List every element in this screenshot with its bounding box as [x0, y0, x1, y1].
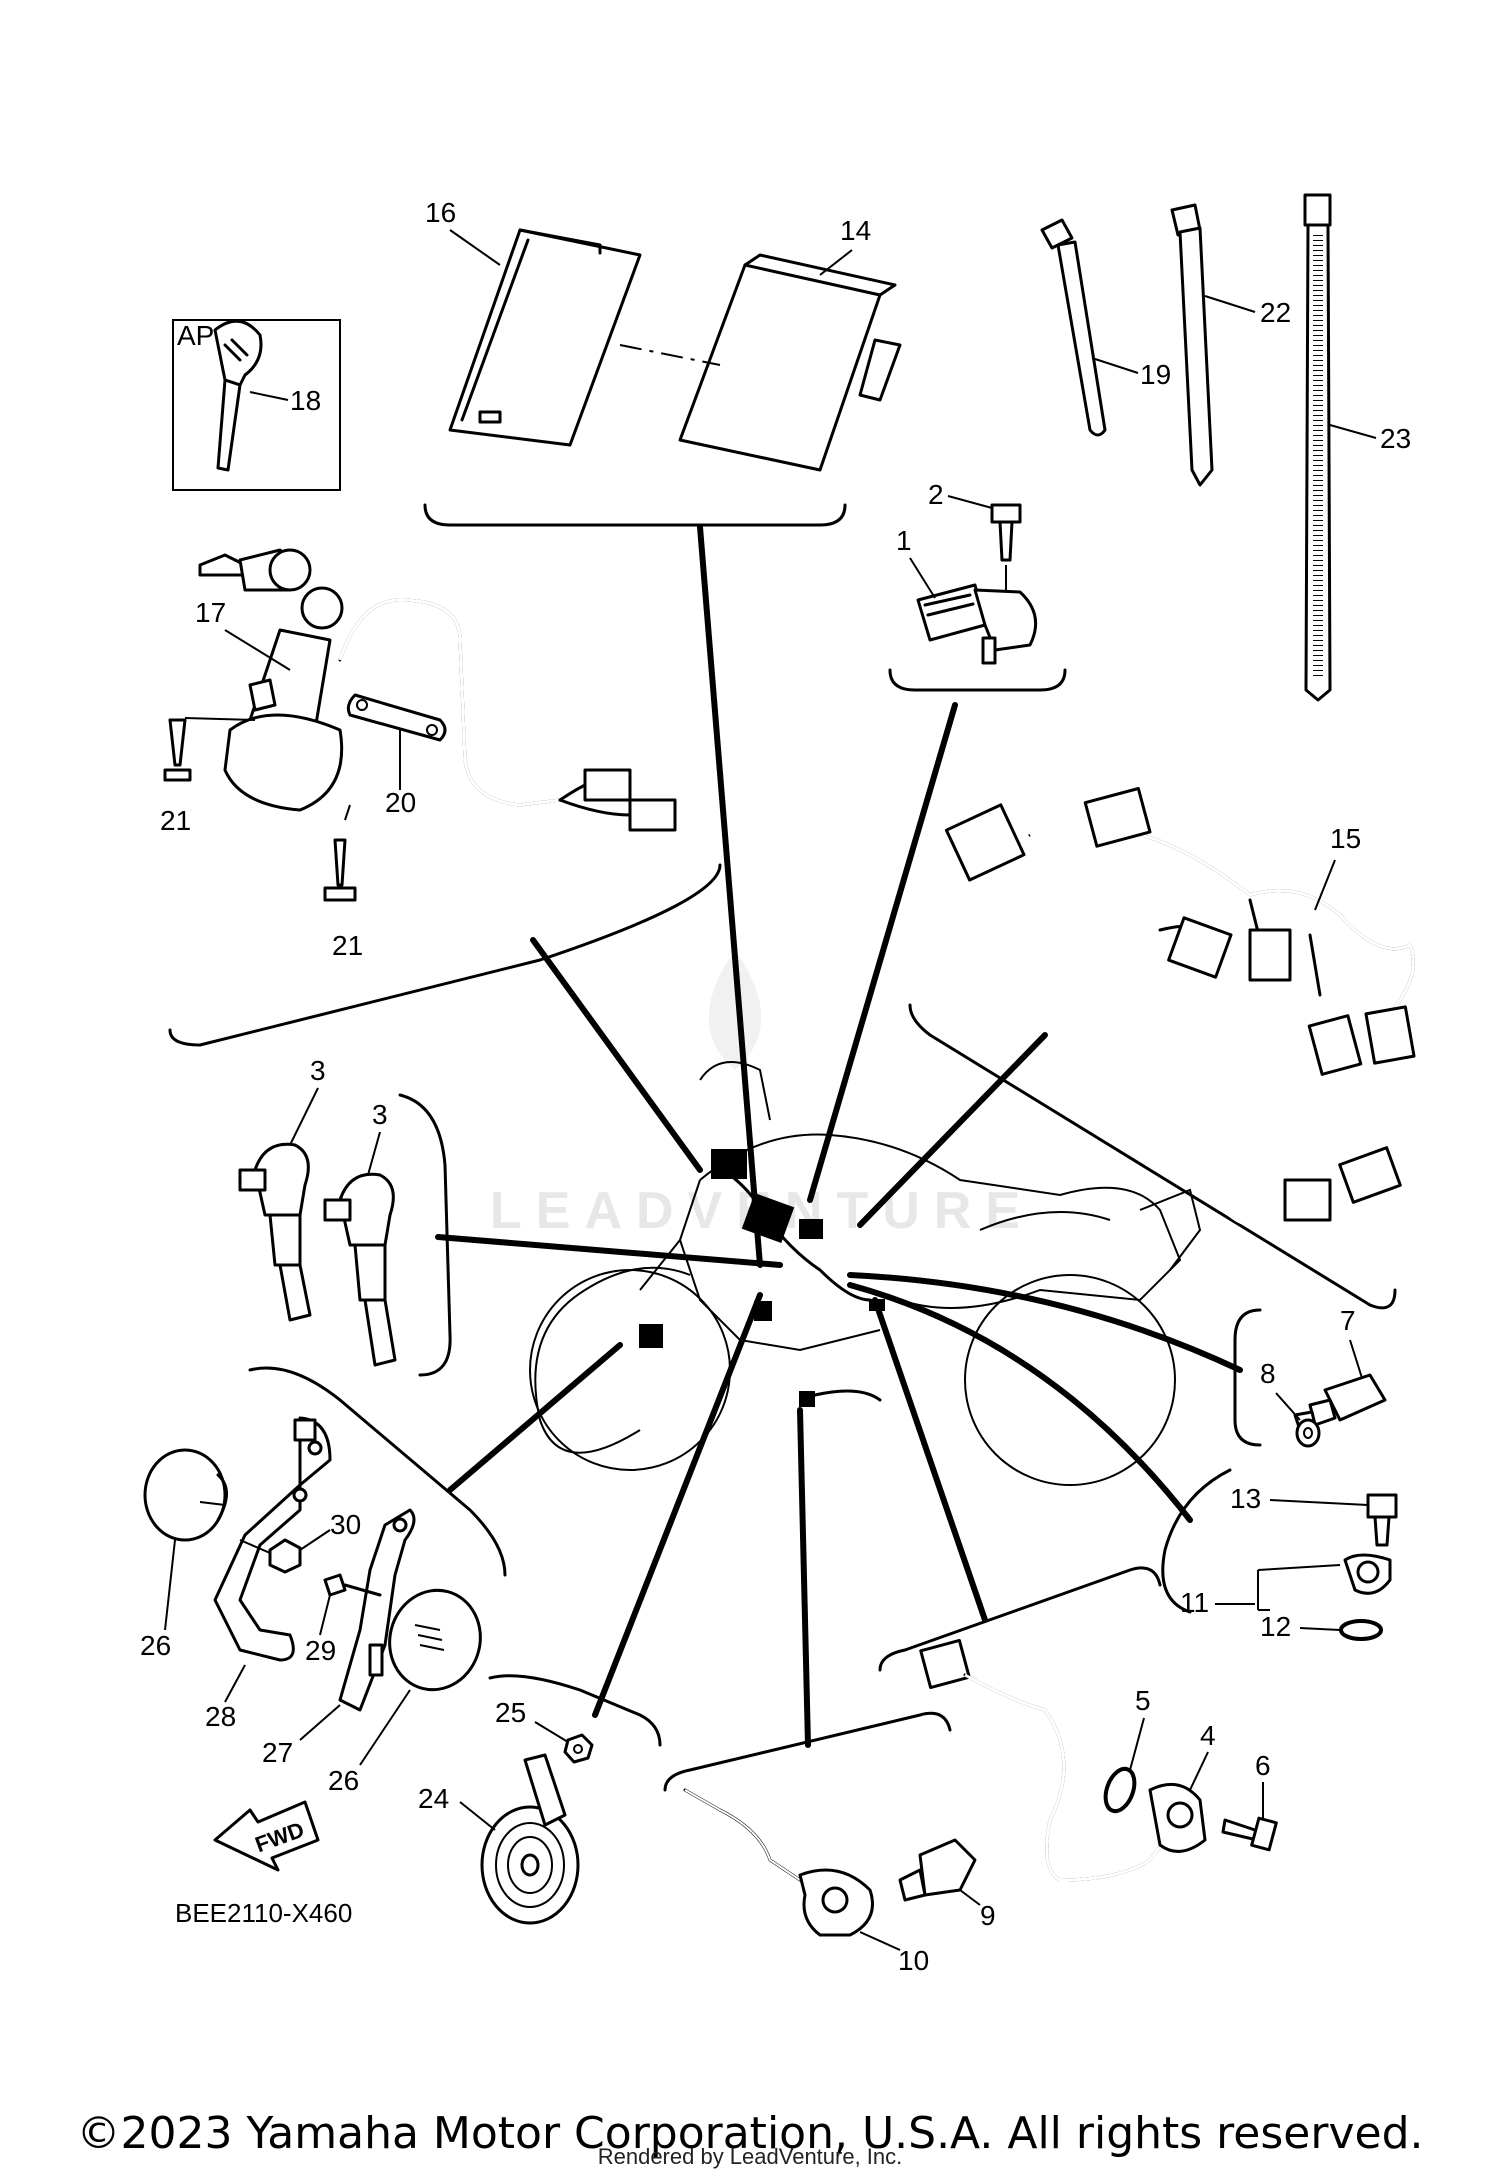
group-bracket-coils [398, 1093, 452, 1377]
bracket-part-28 [213, 1416, 332, 1662]
ecu-assembly-line [619, 344, 721, 366]
group-bracket-ecu [423, 503, 847, 527]
callout-23: 23 [1380, 423, 1411, 454]
group-bracket-sensor-11 [1161, 1468, 1232, 1614]
rendered-by-credit: Rendered by LeadVenture, Inc. [597, 2144, 903, 2169]
cable-tie-part-22 [1170, 203, 1214, 487]
callout-8: 8 [1260, 1358, 1276, 1389]
nut-part-25 [563, 1733, 594, 1764]
crank-sensor-part-4 [919, 1638, 1207, 1882]
washer-part-8 [1295, 1418, 1321, 1448]
callouts: 16 14 18 19 22 23 2 1 17 20 21 21 15 3 3… [140, 197, 1411, 1976]
bolt-part-2 [990, 503, 1022, 590]
horn-cover-part-26b [388, 1588, 482, 1692]
callout-2: 2 [928, 479, 944, 510]
callout-29: 29 [305, 1635, 336, 1666]
ap-key-box: AP [172, 319, 341, 491]
callout-12: 12 [1260, 1611, 1291, 1642]
callout-21b: 21 [332, 930, 363, 961]
bolt-part-13 [1366, 1493, 1398, 1547]
sensor-part-11 [1257, 1553, 1392, 1611]
fwd-arrow-icon: FWD [213, 1800, 320, 1872]
callout-13: 13 [1230, 1483, 1261, 1514]
callout-16: 16 [425, 197, 456, 228]
key-part-18 [213, 319, 263, 472]
horn-part-24 [480, 1753, 580, 1925]
group-bracket-crank-sensor [878, 1566, 1162, 1672]
callout-9: 9 [980, 1900, 996, 1931]
callout-3b: 3 [372, 1099, 388, 1130]
motorcycle-outline [529, 1061, 1202, 1486]
callout-20: 20 [385, 787, 416, 818]
ecu-part-14 [678, 253, 902, 472]
ignition-coil-part-3a [238, 1142, 312, 1322]
copyright-notice: ©2023 Yamaha Motor Corporation, U.S.A. A… [76, 2108, 1424, 2159]
callout-15: 15 [1330, 823, 1361, 854]
callout-3a: 3 [310, 1055, 326, 1086]
callout-25: 25 [495, 1697, 526, 1728]
watermark-flame-icon [708, 950, 762, 1070]
callout-1: 1 [896, 525, 912, 556]
group-bracket-sensor-1 [888, 668, 1067, 692]
callout-26a: 26 [140, 1630, 171, 1661]
ignition-coil-part-3b [323, 1172, 397, 1367]
switch-cable [338, 598, 677, 832]
cable-tie-part-23 [1303, 193, 1332, 702]
callout-17: 17 [195, 597, 226, 628]
leader-lines [435, 524, 1243, 1748]
callout-14: 14 [840, 215, 871, 246]
bracket-part-20 [346, 693, 447, 742]
callout-27: 27 [262, 1737, 293, 1768]
o-ring-part-12 [1339, 1619, 1383, 1641]
callout-24: 24 [418, 1783, 449, 1814]
nut-part-30 [239, 1538, 302, 1574]
callout-18: 18 [290, 385, 321, 416]
callout-10: 10 [898, 1945, 929, 1976]
ecu-cover-part-16 [448, 228, 642, 447]
callout-28: 28 [205, 1701, 236, 1732]
group-bracket-harness [908, 1003, 1397, 1310]
ap-label: AP [177, 320, 214, 351]
group-bracket-horn [488, 1674, 662, 1747]
bolt-part-29 [323, 1573, 382, 1597]
bolt-part-6 [1221, 1816, 1278, 1852]
cable-tie-part-19 [1040, 218, 1107, 437]
callout-7: 7 [1340, 1305, 1356, 1336]
sensor-part-1 [916, 583, 1038, 665]
callout-4: 4 [1200, 1720, 1216, 1751]
group-bracket-main-switch [168, 863, 722, 1047]
group-bracket-horn-brackets [248, 1366, 507, 1577]
callout-6: 6 [1255, 1750, 1271, 1781]
group-bracket-sensor-7 [1233, 1308, 1262, 1447]
callout-19: 19 [1140, 359, 1171, 390]
callout-30: 30 [330, 1509, 361, 1540]
o-ring-part-5 [1103, 1766, 1137, 1814]
callout-21a: 21 [160, 805, 191, 836]
sensor-part-9 [898, 1838, 977, 1902]
wire-harness-part-15 [944, 787, 1416, 1228]
diagram-code: BEE2110-X460 [175, 1898, 352, 1928]
speed-sensor-part-10 [683, 1788, 874, 1937]
main-switch-part-17 [198, 548, 344, 812]
screw-part-21b [323, 804, 357, 902]
horn-cover-part-26a [143, 1448, 228, 1542]
bracket-part-27 [338, 1508, 416, 1712]
callout-22: 22 [1260, 297, 1291, 328]
callout-11: 11 [1180, 1587, 1209, 1618]
callout-5: 5 [1135, 1685, 1151, 1716]
callout-26b: 26 [328, 1765, 359, 1796]
screw-part-21a [163, 717, 256, 782]
